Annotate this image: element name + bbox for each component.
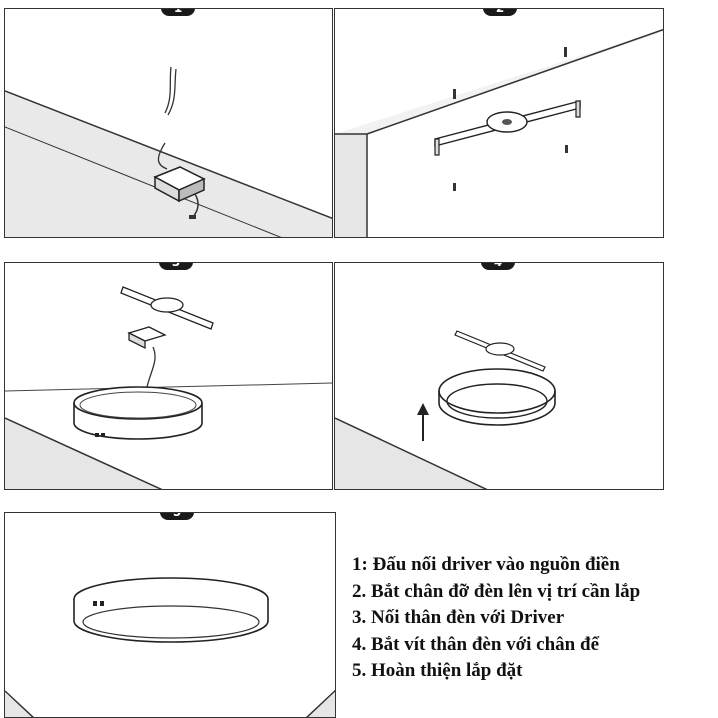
step-badge-3: 3 [159,263,193,270]
mounting-bracket-icon [454,330,546,372]
panel-step-2: 2 [334,8,664,238]
panel-step-4: 4 [334,262,664,490]
mounting-bracket-icon [434,100,581,156]
panel-step-1: 1 [4,8,333,238]
step-text-2: 2. Bắt chân đỡ đèn lên vị trí cần lắp [352,580,641,602]
screw-icon [453,47,568,191]
driver-box-icon [127,326,167,350]
step-text-1: 1: Đấu nối driver vào nguồn điền [352,554,620,575]
panel-step-5: 5 [4,512,336,718]
step-badge-1: 1 [161,9,195,16]
illustration-connect-driver [5,286,332,489]
light-ring-body-icon [438,368,556,426]
arrow-up-icon [417,403,429,441]
step-badge-2: 2 [483,9,517,16]
step-text-4: 4. Bắt vít thân đèn với chân để [352,633,599,655]
illustration-driver-wiring [5,66,332,237]
illustration-finished-installation [5,577,335,717]
step-badge-4: 4 [481,263,515,270]
light-ring-body-icon [73,386,203,440]
illustration-screw-body [335,330,556,489]
panel-step-3: 3 [4,262,333,490]
installation-steps-list: 1: Đấu nối driver vào nguồn điền 2. Bắt … [352,552,712,685]
driver-box-icon [153,166,206,203]
step-text-5: 5. Hoàn thiện lắp đặt [352,660,523,681]
illustration-mounting-bracket [335,28,663,237]
mounting-bracket-icon [120,286,214,330]
step-badge-5: 5 [160,513,194,520]
light-ring-body-icon [73,577,269,643]
step-text-3: 3. Nối thân đèn với Driver [352,607,565,628]
